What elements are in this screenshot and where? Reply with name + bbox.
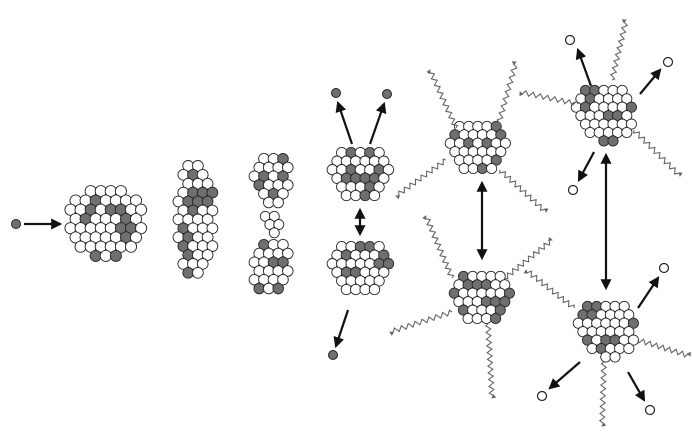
neutron	[477, 163, 487, 173]
particle-arrow	[578, 50, 591, 86]
gamma-fragment-upper	[445, 121, 510, 173]
target-nucleus	[65, 186, 147, 262]
gamma-ray	[505, 239, 552, 279]
proton	[273, 197, 284, 208]
proton	[472, 313, 482, 323]
proton	[263, 283, 274, 294]
gamma-ray	[497, 62, 517, 126]
particle-fragment-lower	[573, 301, 638, 362]
gamma-ray	[500, 170, 547, 212]
fission-fragment-upper	[327, 147, 394, 200]
gamma-ray	[638, 339, 690, 357]
necking-lower-lobe	[249, 239, 293, 293]
particle-arrow	[640, 70, 660, 94]
gamma-ray	[486, 324, 495, 398]
neutron-arrow-left	[338, 103, 352, 144]
neutron	[90, 250, 101, 261]
neutron	[491, 313, 501, 323]
emitted-particle	[569, 186, 578, 195]
gamma-ray	[526, 270, 574, 308]
neutron	[608, 136, 618, 146]
proton	[610, 352, 620, 362]
proton	[125, 241, 136, 252]
proton	[75, 241, 86, 252]
gamma-ray	[520, 91, 578, 105]
neutron	[254, 283, 265, 294]
emitted-particle	[646, 406, 655, 415]
proton	[193, 267, 204, 278]
proton	[341, 284, 351, 294]
emitted-neutron-down	[329, 351, 338, 360]
neutron	[360, 190, 370, 200]
incoming-neutron-dot	[12, 220, 21, 229]
proton	[481, 313, 491, 323]
gamma-ray	[611, 20, 627, 80]
proton	[369, 190, 379, 200]
neutron-arrow-down	[336, 310, 348, 346]
emitted-particle	[538, 392, 547, 401]
elongated-nucleus	[173, 161, 218, 279]
proton	[269, 228, 279, 238]
emitted-neutron-right	[383, 90, 392, 99]
proton	[263, 197, 274, 208]
neutron	[183, 267, 194, 278]
proton	[468, 163, 478, 173]
particle-fragment-upper	[571, 85, 636, 146]
neutron-arrow-right	[370, 104, 384, 144]
emitted-particle	[660, 264, 669, 273]
proton	[100, 250, 111, 261]
necking-neck	[260, 211, 284, 238]
proton	[369, 284, 379, 294]
emitted-neutron-left	[332, 89, 341, 98]
gamma-ray	[600, 362, 606, 426]
particle-arrow	[628, 372, 644, 400]
proton	[351, 284, 361, 294]
proton	[341, 190, 351, 200]
proton	[624, 343, 634, 353]
gamma-ray	[390, 310, 452, 333]
necking-upper-lobe	[249, 153, 293, 207]
particle-arrow	[579, 152, 594, 180]
gamma-fragment-lower	[449, 271, 514, 323]
fission-fragment-lower	[327, 241, 394, 294]
proton	[360, 284, 370, 294]
proton	[351, 190, 361, 200]
proton	[601, 352, 611, 362]
neutron	[273, 283, 284, 294]
proton	[622, 127, 632, 137]
emitted-particle	[566, 36, 575, 45]
gamma-ray	[424, 216, 453, 278]
neutron	[599, 136, 609, 146]
neutron	[110, 250, 121, 261]
particle-arrow	[638, 278, 658, 308]
emitted-particle	[664, 58, 673, 67]
gamma-ray	[634, 130, 681, 176]
gamma-ray	[396, 159, 446, 197]
gamma-ray	[429, 70, 458, 128]
particle-arrow	[550, 362, 580, 388]
proton	[487, 163, 497, 173]
